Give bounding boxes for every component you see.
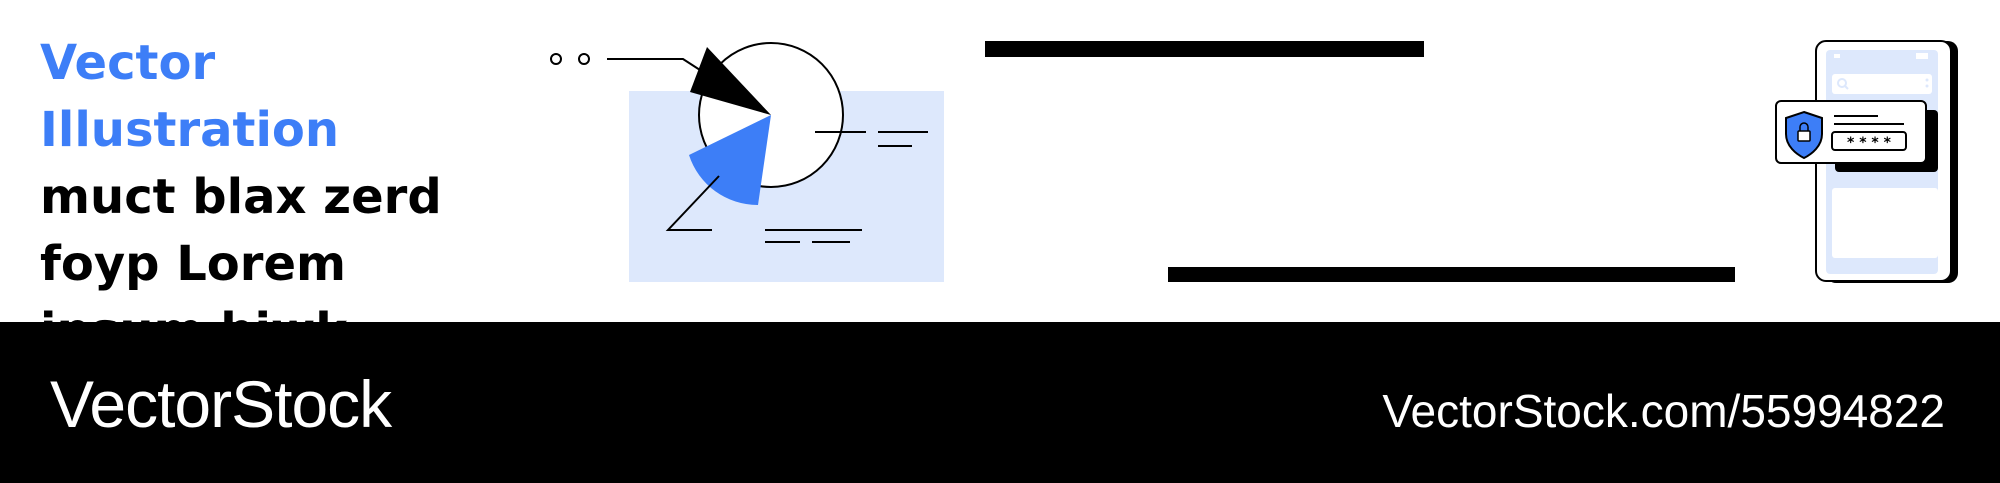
decor-bar-top bbox=[985, 41, 1424, 57]
decor-bar-bottom bbox=[1168, 267, 1735, 282]
menu-dots-icon bbox=[1925, 78, 1929, 82]
battery-icon bbox=[1916, 53, 1928, 59]
pie-slice-blue bbox=[689, 115, 771, 206]
password-mask: * * * * bbox=[1847, 135, 1892, 151]
shield-lock-icon bbox=[1785, 110, 1823, 160]
password-field bbox=[1831, 131, 1907, 151]
search-icon bbox=[1837, 78, 1849, 90]
footer-bar: VectorStock VectorStock.com/55994822 bbox=[0, 322, 2000, 483]
signal-icon bbox=[1834, 54, 1840, 58]
search-bar bbox=[1832, 74, 1932, 94]
pie-slice-black bbox=[690, 47, 771, 115]
content-card bbox=[1832, 188, 1938, 258]
leader-line bbox=[607, 58, 701, 71]
dot-icon bbox=[550, 53, 562, 65]
dot-icon bbox=[578, 53, 590, 65]
headline-accent: Vector Illustration bbox=[40, 35, 340, 158]
brand-logo: VectorStock bbox=[50, 367, 392, 441]
menu-dots-icon bbox=[1925, 84, 1929, 88]
phone-illustration: * * * * bbox=[1775, 40, 1958, 283]
leader-line bbox=[665, 175, 720, 231]
footer-url: VectorStock.com/55994822 bbox=[1382, 385, 1945, 437]
pie-chart-illustration bbox=[550, 42, 944, 282]
illustration-area: Vector Illustration muct blax zerd foyp … bbox=[40, 35, 1958, 359]
